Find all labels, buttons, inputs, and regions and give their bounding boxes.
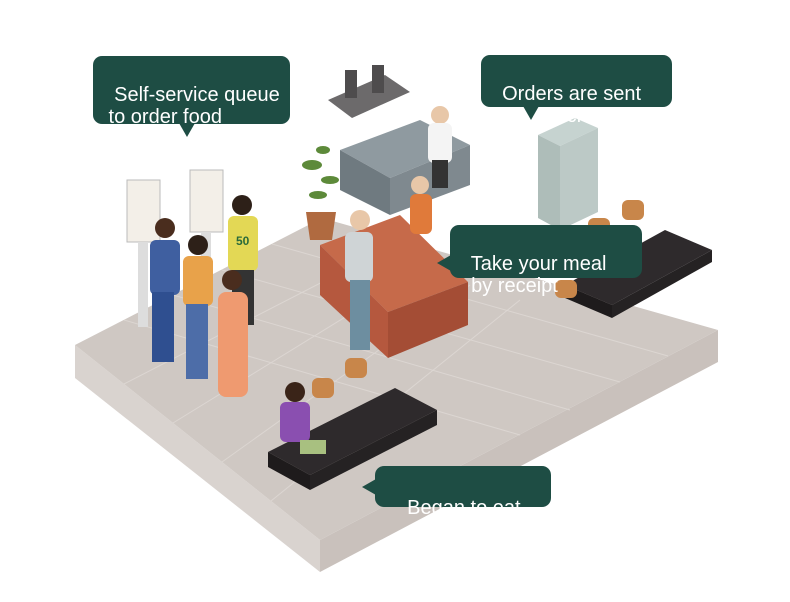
diner	[280, 382, 310, 442]
callout-self-service-queue: Self-service queue to order food #stage …	[93, 56, 290, 137]
callout-began-to-eat: Began to eat #stage .tail-left[data-name…	[362, 466, 551, 519]
refrigerator	[538, 118, 598, 146]
chairs-front	[312, 358, 367, 398]
callout-text: Take your meal by receipt	[470, 253, 607, 297]
meal-tray	[300, 440, 326, 454]
chef	[431, 106, 449, 124]
queue-person-2	[183, 235, 213, 379]
range-hood	[328, 75, 410, 118]
queue-person-4	[218, 270, 248, 397]
callout-take-meal-by-receipt: Take your meal by receipt #stage .tail-l…	[437, 225, 642, 297]
callout-text: Began to eat	[407, 497, 521, 519]
customer-at-counter	[350, 210, 370, 230]
kiosk-1	[126, 179, 161, 327]
floor-side-left	[75, 345, 320, 572]
jersey-number: 50	[236, 234, 250, 248]
queue-person-1	[150, 218, 180, 362]
floor-side-right	[320, 330, 718, 572]
cashier	[411, 176, 429, 194]
plant-pot	[306, 212, 336, 240]
callout-orders-sent-to-kitchen: Orders are sent to the kitchen #stage .t…	[481, 55, 672, 127]
callout-text: Self-service queue to order food	[108, 84, 280, 128]
